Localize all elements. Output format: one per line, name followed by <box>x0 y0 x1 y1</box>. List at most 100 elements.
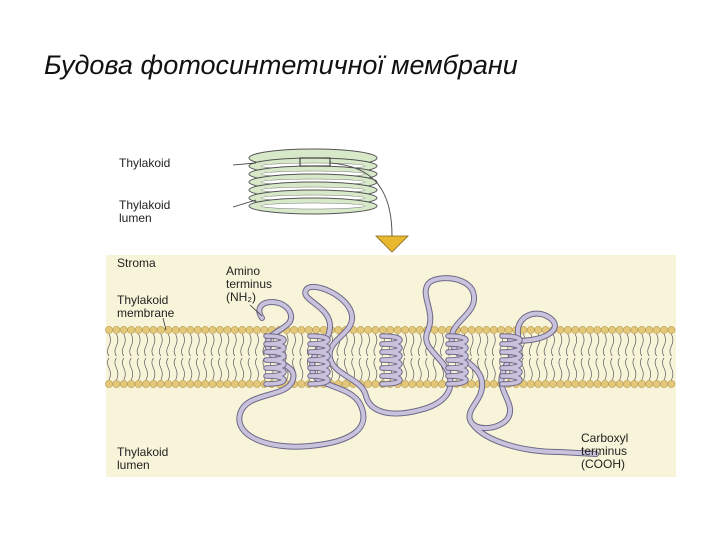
lipid-head <box>156 380 165 388</box>
lipid-head <box>245 380 254 388</box>
lipid-head <box>164 380 173 388</box>
lipid-tail <box>195 357 200 381</box>
lipid-tail <box>225 333 230 357</box>
lipid-head <box>193 380 202 388</box>
lipid-head <box>467 326 476 334</box>
lipid-tail <box>232 357 237 381</box>
lipid-head <box>201 380 210 388</box>
lipid-head <box>630 326 639 334</box>
lipid-head <box>312 326 321 334</box>
lipid-tail <box>366 357 370 381</box>
zoom-arrow <box>329 162 393 237</box>
lipid-tail <box>114 357 119 381</box>
lipid-head <box>586 380 594 388</box>
lipid-tail <box>366 333 370 357</box>
lipid-tail <box>580 357 585 381</box>
lipid-tail <box>565 357 570 381</box>
lipid-head <box>408 326 417 334</box>
lipid-tail <box>173 357 178 381</box>
lipid-head <box>134 380 143 388</box>
lipid-head <box>430 380 439 388</box>
slide-title: Будова фотосинтетичної мембрани <box>44 50 518 80</box>
lipid-head <box>489 326 498 334</box>
lipid-tail <box>595 333 600 357</box>
lipid-head <box>245 326 254 334</box>
thylakoid-lumen-pointer <box>232 199 257 208</box>
lipid-tail <box>654 333 659 357</box>
lipid-tail <box>639 357 644 381</box>
thylakoid-membrane-pointer <box>162 317 167 331</box>
lipid-tail <box>203 333 208 357</box>
lipid-head <box>563 326 572 334</box>
lipid-tail <box>403 333 407 357</box>
lipid-head <box>482 326 491 334</box>
lipid-tail <box>573 333 578 357</box>
lipid-head <box>364 380 372 388</box>
lipid-head <box>253 380 261 388</box>
lipid-tail <box>484 333 489 357</box>
lipid-head <box>467 380 476 388</box>
lipid-tail <box>662 357 666 381</box>
lipid-tail <box>129 333 134 357</box>
lipid-tail <box>632 333 637 357</box>
protein-chain <box>236 275 599 457</box>
lipid-tail <box>188 333 193 357</box>
lipid-tail <box>440 333 444 357</box>
lipid-head <box>645 380 654 388</box>
lipid-head <box>460 326 469 334</box>
lipid-tail <box>107 357 111 381</box>
lipid-head <box>578 326 587 334</box>
lipid-head <box>186 380 195 388</box>
helix <box>446 334 468 386</box>
lipid-head <box>593 380 602 388</box>
lipid-head <box>423 380 432 388</box>
label-amino-terminus: Amino terminus (NH₂) <box>226 264 273 304</box>
lipid-head <box>179 380 187 388</box>
lipid-tail <box>232 333 237 357</box>
lipid-head <box>393 326 402 334</box>
lipid-head <box>297 380 306 388</box>
lipid-head <box>415 326 424 334</box>
lipid-tail <box>521 333 526 357</box>
label-thylakoid-lumen-bottom: Thylakoid lumen <box>117 445 169 472</box>
lipid-head <box>608 326 617 334</box>
lipid-tail <box>410 333 415 357</box>
lipid-head <box>401 380 409 388</box>
helix <box>380 334 402 386</box>
lipid-head <box>149 380 158 388</box>
lipid-head <box>371 380 380 388</box>
lipid-head <box>608 380 617 388</box>
lipid-head <box>171 380 180 388</box>
lipid-head <box>208 326 217 334</box>
lipid-head <box>179 326 187 334</box>
lipid-tail <box>669 333 674 357</box>
lipid-tail <box>588 357 592 381</box>
lipid-tail <box>144 357 148 381</box>
lipid-head <box>415 380 424 388</box>
lipid-head <box>504 326 513 334</box>
lipid-head <box>630 380 639 388</box>
lipid-head <box>260 326 269 334</box>
lipid-head <box>667 380 676 388</box>
lipid-tail <box>491 333 496 357</box>
lipid-head <box>623 326 631 334</box>
lipid-tail <box>218 357 222 381</box>
lipid-head <box>253 326 261 334</box>
lipid-head <box>216 380 224 388</box>
helix <box>264 334 286 386</box>
lipid-head <box>438 380 446 388</box>
lipid-tail <box>536 357 541 381</box>
lipid-tail <box>417 357 422 381</box>
lipid-tail <box>151 333 156 357</box>
lipid-tail <box>647 357 652 381</box>
lipid-head <box>230 380 239 388</box>
label-thylakoid: Thylakoid <box>119 156 171 170</box>
lipid-head <box>230 326 239 334</box>
lipid-tail <box>588 333 592 357</box>
lipid-tail <box>625 357 629 381</box>
lipid-tail <box>181 333 185 357</box>
lipid-tail <box>181 357 185 381</box>
lipid-head <box>660 380 668 388</box>
lipid-head <box>637 380 646 388</box>
lipid-head <box>645 326 654 334</box>
